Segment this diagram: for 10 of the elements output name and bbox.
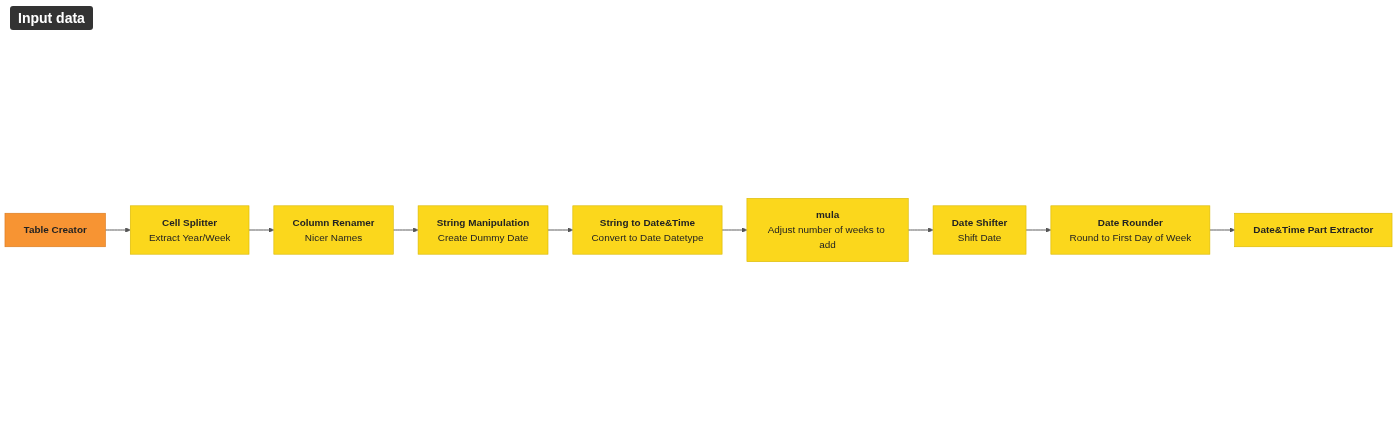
node-box: String to Date&Time Convert to Date Datetype	[572, 205, 723, 255]
node-box: Date&Time Part Extractor	[1234, 212, 1393, 248]
tooltip-label: Input data	[10, 6, 93, 30]
node-box: Date Shifter Shift Date	[932, 205, 1027, 255]
node-box: Cell Splitter Extract Year/Week	[130, 205, 250, 255]
node-box: Date Rounder Round to First Day of Week	[1050, 205, 1211, 255]
node-box: String Manipulation Create Dummy Date	[417, 205, 549, 255]
node-box: Column Renamer Nicer Names	[273, 205, 394, 255]
node-box: Table Creator	[4, 212, 106, 248]
node-box: mula Adjust number of weeks to add	[746, 198, 909, 262]
